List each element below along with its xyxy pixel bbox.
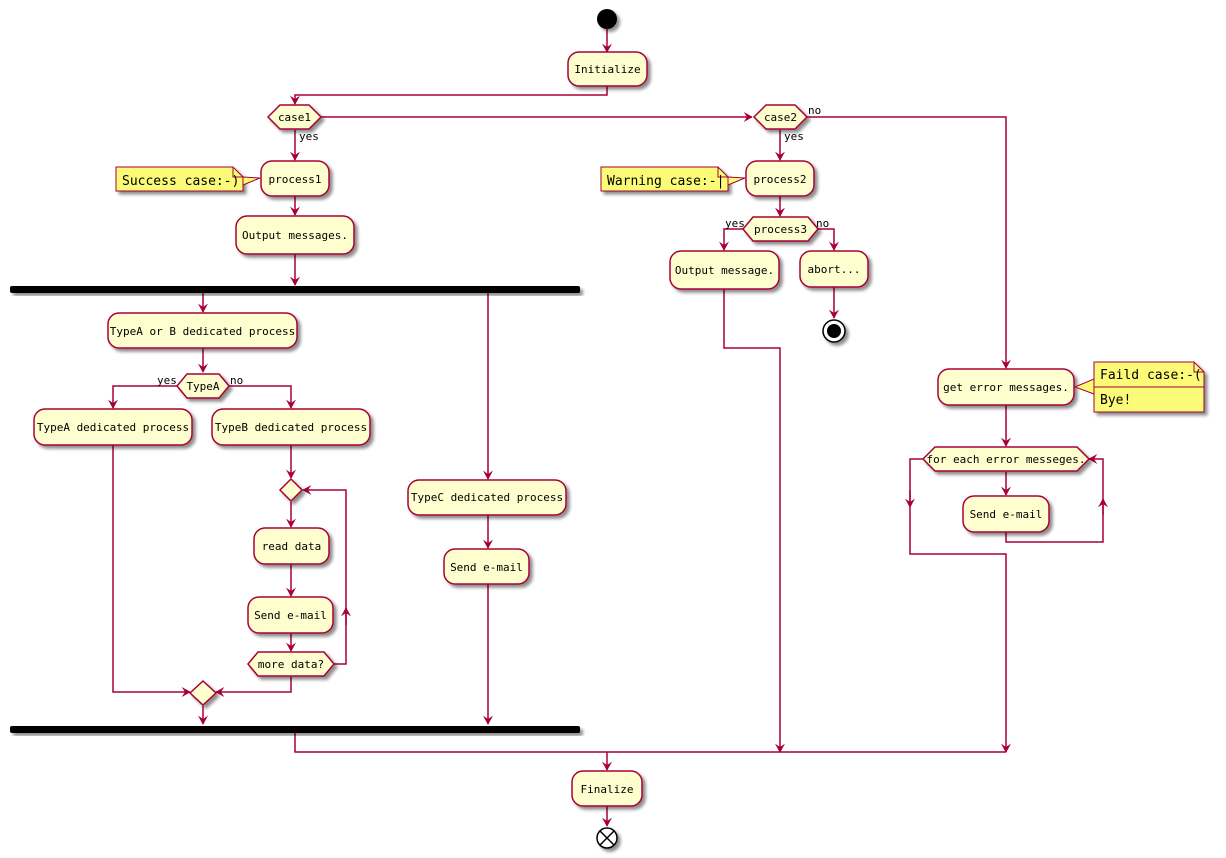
decision-case2: case2 xyxy=(752,104,809,130)
activity-process2-label: process2 xyxy=(754,173,807,186)
activity-typec-label: TypeC dedicated process xyxy=(411,491,563,504)
activity-typeb: TypeB dedicated process xyxy=(211,408,371,446)
activity-typeab: TypeA or B dedicated process xyxy=(107,312,298,349)
case2-no-label: no xyxy=(808,104,821,117)
activity-read-data: read data xyxy=(253,527,330,565)
note-warning-text: Warning case:-| xyxy=(607,174,724,189)
loop-merge-diamond xyxy=(278,477,304,503)
activity-process2: process2 xyxy=(745,160,815,197)
activity-send-email-err: Send e-mail xyxy=(962,495,1050,533)
fork-bar xyxy=(10,286,580,293)
activity-output-messages: Output messages. xyxy=(235,215,355,255)
activity-get-error-label: get error messages. xyxy=(943,381,1069,394)
join-bar xyxy=(10,726,580,733)
decision-process3-label: process3 xyxy=(754,223,807,236)
activity-process1: process1 xyxy=(260,160,330,197)
edges xyxy=(108,29,1108,827)
decision-process3: process3 xyxy=(742,216,819,242)
activity-get-error: get error messages. xyxy=(937,368,1075,406)
note-failed: Faild case:-( Bye! xyxy=(1073,361,1205,413)
typea-yes-label: yes xyxy=(157,374,177,387)
process3-no-label: no xyxy=(816,217,829,230)
decision-more-data: more data? xyxy=(247,651,335,677)
activity-typea: TypeA dedicated process xyxy=(33,408,193,446)
note-failed-line1: Faild case:-( xyxy=(1100,368,1202,383)
typea-no-label: no xyxy=(230,374,243,387)
activity-read-data-label: read data xyxy=(262,540,322,553)
activity-typec: TypeC dedicated process xyxy=(407,479,567,516)
decision-for-each: for each error messeges. xyxy=(921,446,1091,472)
note-success: Success case:-) xyxy=(115,166,261,192)
activity-send-email-c-label: Send e-mail xyxy=(450,561,523,574)
activity-send-email-loop-label: Send e-mail xyxy=(254,609,327,622)
decision-more-data-label: more data? xyxy=(258,658,324,671)
activity-initialize: Initialize xyxy=(567,51,648,87)
activity-send-email-err-label: Send e-mail xyxy=(970,508,1043,521)
activity-typeab-label: TypeA or B dedicated process xyxy=(110,325,295,338)
typea-merge-diamond xyxy=(188,679,218,707)
activity-abort-label: abort... xyxy=(808,263,861,276)
decision-for-each-label: for each error messeges. xyxy=(927,453,1086,466)
activity-output-message-label: Output message. xyxy=(675,264,774,277)
stop-node xyxy=(822,319,846,343)
activity-finalize: Finalize xyxy=(571,770,643,807)
decision-typea: TypeA xyxy=(176,373,230,399)
case1-yes-label: yes xyxy=(299,130,319,143)
activity-initialize-label: Initialize xyxy=(574,63,640,76)
note-warning: Warning case:-| xyxy=(600,166,746,192)
decision-case2-label: case2 xyxy=(764,111,797,124)
start-node xyxy=(597,9,617,29)
end-node xyxy=(596,827,618,849)
case2-yes-label: yes xyxy=(784,130,804,143)
activity-send-email-loop: Send e-mail xyxy=(247,596,334,634)
activity-output-message: Output message. xyxy=(669,250,780,290)
note-success-text: Success case:-) xyxy=(122,174,239,189)
decision-case1: case1 xyxy=(266,104,323,130)
activity-typea-label: TypeA dedicated process xyxy=(37,421,189,434)
decision-typea-label: TypeA xyxy=(186,380,219,393)
activity-send-email-c: Send e-mail xyxy=(443,548,530,585)
activity-abort: abort... xyxy=(799,250,869,288)
activity-finalize-label: Finalize xyxy=(581,783,634,796)
note-failed-line2: Bye! xyxy=(1100,393,1131,408)
process3-yes-label: yes xyxy=(725,217,745,230)
activity-typeb-label: TypeB dedicated process xyxy=(215,421,367,434)
activity-process1-label: process1 xyxy=(269,173,322,186)
decision-case1-label: case1 xyxy=(278,111,311,124)
activity-output-messages-label: Output messages. xyxy=(242,229,348,242)
